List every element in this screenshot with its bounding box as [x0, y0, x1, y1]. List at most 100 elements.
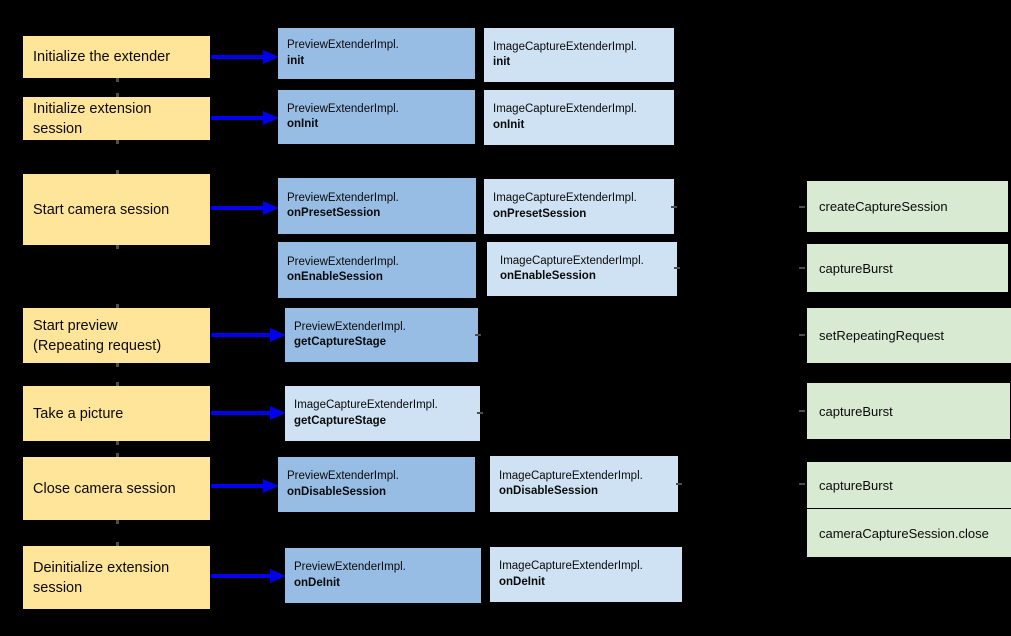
step-label: Close camera session [33, 480, 176, 497]
connector-stub [116, 304, 119, 308]
impl-class-label: ImageCaptureExtenderImpl. [500, 254, 644, 267]
arrow-deinitialize-extension-session [211, 569, 286, 583]
impl-class-label: PreviewExtenderImpl. [287, 255, 399, 268]
connector-stub [799, 267, 805, 269]
impl-method-label: onPresetSession [287, 207, 381, 219]
preview-onpresetsession-box: PreviewExtenderImpl. onPresetSession [278, 178, 476, 234]
impl-method-label: onDeInit [499, 575, 545, 588]
step-label: Start preview (Repeating request) [33, 317, 162, 354]
arrow-close-camera-session [211, 479, 279, 493]
connector-stub [799, 206, 805, 208]
step-deinitialize-extension-session: Deinitialize extension session [23, 546, 210, 609]
impl-class-label: PreviewExtenderImpl. [294, 320, 406, 333]
impl-class-label: PreviewExtenderImpl. [287, 102, 399, 115]
connector-stub [116, 520, 119, 524]
camera2-captureburst-3-box: captureBurst [807, 462, 1011, 508]
impl-method-label: init [287, 54, 305, 67]
connector-stub [671, 206, 677, 208]
impl-method-label: onDisableSession [287, 485, 387, 498]
camera2-call-label: captureBurst [819, 260, 893, 276]
impl-class-label: PreviewExtenderImpl. [287, 39, 399, 51]
arrow-line [211, 206, 264, 210]
arrow-initialize-extender [211, 50, 279, 64]
preview-oninit-box: PreviewExtenderImpl. onInit [278, 90, 475, 144]
camera2-cameracapturesession-close-box: cameraCaptureSession.close [807, 509, 1011, 557]
arrow-start-camera-session [211, 201, 279, 215]
impl-method-label: onPresetSession [493, 207, 587, 220]
imagecapture-onenablesession-box: ImageCaptureExtenderImpl.onEnableSession [487, 242, 677, 296]
connector-stub [116, 542, 119, 546]
connector-stub [116, 382, 119, 386]
impl-method-label: onDeInit [294, 576, 340, 589]
impl-class-label: ImageCaptureExtenderImpl. [493, 103, 637, 115]
impl-class-label: ImageCaptureExtenderImpl. [499, 469, 643, 482]
step-label: Initialize the extender [33, 49, 171, 65]
arrow-head [263, 479, 279, 493]
impl-method-label: getCaptureStage [294, 414, 387, 427]
arrow-take-a-picture [211, 406, 286, 420]
imagecapture-ondisablesession-box: ImageCaptureExtenderImpl. onDisableSessio… [490, 456, 678, 512]
preview-init-box: PreviewExtenderImpl. init [278, 28, 475, 79]
imagecapture-oninit-box: ImageCaptureExtenderImpl. onInit [484, 90, 674, 145]
camera2-captureburst-1-box: captureBurst [807, 244, 1008, 292]
arrow-line [211, 411, 271, 415]
impl-method-label: getCaptureStage [294, 336, 387, 348]
arrow-line [211, 55, 264, 59]
impl-class-label: PreviewExtenderImpl. [287, 470, 399, 482]
arrow-head [263, 201, 279, 215]
connector-stub [477, 412, 483, 414]
step-initialize-extension-session: Initialize extension session [23, 97, 210, 140]
arrow-line [211, 333, 271, 337]
imagecapture-init-box: ImageCaptureExtenderImpl. init [484, 28, 674, 82]
step-label: Take a picture [33, 405, 124, 422]
impl-class-label: ImageCaptureExtenderImpl. [499, 560, 643, 572]
step-label: Initialize extension session [33, 100, 152, 137]
arrow-head [263, 50, 279, 64]
camera2-captureburst-2-box: captureBurst [807, 383, 1010, 439]
impl-method-label: onEnableSession [287, 271, 383, 283]
impl-method-label: onDisableSession [499, 485, 599, 497]
impl-class-label: ImageCaptureExtenderImpl. [493, 192, 637, 204]
arrow-head [270, 328, 286, 342]
arrow-head [270, 406, 286, 420]
arrow-line [211, 116, 264, 120]
arrow-head [263, 111, 279, 125]
impl-class-label: PreviewExtenderImpl. [287, 191, 399, 204]
camera2-call-label: setRepeatingRequest [819, 328, 945, 343]
connector-stub [116, 93, 119, 97]
camera2-call-label: cameraCaptureSession.close [819, 525, 989, 541]
step-close-camera-session: Close camera session [23, 457, 210, 520]
connector-stub [116, 170, 119, 174]
preview-onenablesession-box: PreviewExtenderImpl. onEnableSession [278, 242, 476, 298]
step-start-camera-session: Start camera session [23, 174, 210, 245]
connector-stub [674, 267, 680, 269]
connector-stub [799, 483, 805, 485]
imagecapture-ondeinit-box: ImageCaptureExtenderImpl. onDeInit [490, 547, 682, 602]
camera2-call-label: captureBurst [819, 477, 893, 493]
step-initialize-extender: Initialize the extender [23, 36, 210, 78]
connector-stub [116, 78, 119, 82]
connector-stub [676, 483, 682, 485]
arrow-initialize-extension-session [211, 111, 279, 125]
preview-ondeinit-box: PreviewExtenderImpl.onDeInit [285, 548, 481, 603]
connector-stub [475, 334, 481, 336]
connector-stub [799, 410, 805, 412]
step-label: Deinitialize extension session [33, 559, 170, 596]
step-take-a-picture: Take a picture [23, 386, 210, 441]
connector-stub [116, 140, 119, 144]
impl-class-label: ImageCaptureExtenderImpl. [493, 40, 637, 53]
step-start-preview: Start preview (Repeating request) [23, 308, 210, 363]
imagecapture-getcapturestage-box: ImageCaptureExtenderImpl.getCaptureStage [285, 386, 480, 441]
impl-method-label: init [493, 56, 511, 68]
connector-stub [116, 441, 119, 445]
impl-method-label: onInit [287, 118, 319, 130]
camera2-createcapturesession-box: createCaptureSession [807, 181, 1008, 232]
connector-stub [116, 363, 119, 367]
imagecapture-onpresetsession-box: ImageCaptureExtenderImpl. onPresetSession [484, 179, 674, 234]
connector-stub [116, 245, 119, 249]
arrow-line [211, 574, 271, 578]
impl-method-label: onInit [493, 118, 525, 131]
connector-stub [116, 453, 119, 457]
camera2-call-label: createCaptureSession [819, 199, 948, 214]
